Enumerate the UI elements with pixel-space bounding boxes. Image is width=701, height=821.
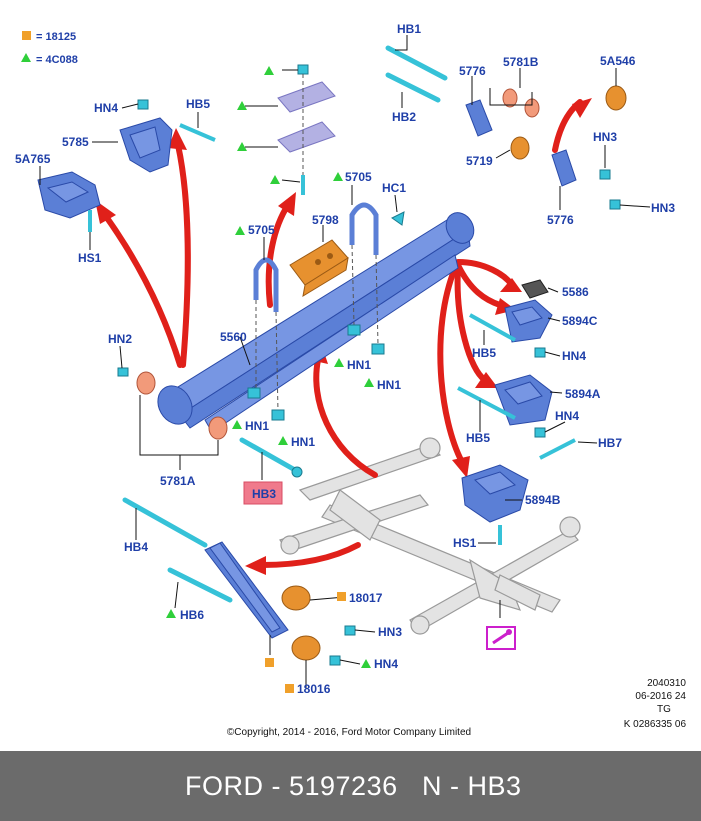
- label-5776b: 5776: [547, 213, 574, 227]
- info-line-4: K 0286335 06: [624, 719, 687, 730]
- label-hb7: HB7: [598, 436, 622, 450]
- u-bolt-right[interactable]: [349, 202, 379, 255]
- label-5781b: 5781B: [503, 55, 539, 69]
- rear-axle-assembly[interactable]: [279, 437, 581, 635]
- label-5798: 5798: [312, 213, 339, 227]
- hn1-nuts[interactable]: [247, 324, 385, 421]
- shock-absorber[interactable]: [122, 497, 356, 666]
- shackle-group[interactable]: [385, 45, 627, 210]
- label-hc1: HC1: [382, 181, 406, 195]
- label-5894a: 5894A: [565, 387, 601, 401]
- bolt-hb5-top[interactable]: [179, 123, 216, 142]
- nut-hn4-a[interactable]: [534, 427, 546, 438]
- label-5a765: 5A765: [15, 152, 51, 166]
- bumper-5586[interactable]: [521, 279, 549, 299]
- label-hb1: HB1: [397, 22, 421, 36]
- label-hb5-top: HB5: [186, 97, 210, 111]
- info-line-3: TG: [657, 704, 671, 715]
- legend-18125: = 18125: [36, 31, 76, 43]
- copyright: ©Copyright, 2014 - 2016, Ford Motor Comp…: [227, 727, 471, 738]
- info-line-2: 06-2016 24: [635, 691, 686, 702]
- leader-lines: [39, 35, 651, 688]
- label-hn3-right: HN3: [651, 201, 675, 215]
- hb3-highlight[interactable]: [243, 481, 283, 505]
- legend: = 18125 = 4C088: [21, 31, 78, 66]
- label-hn4-top: HN4: [94, 101, 118, 115]
- label-5705-left: 5705: [248, 223, 275, 237]
- label-5785: 5785: [62, 135, 89, 149]
- spacer-block-5798[interactable]: [289, 239, 349, 298]
- label-hn1-a: HN1: [347, 358, 371, 372]
- label-5776a: 5776: [459, 64, 486, 78]
- direction-arrows: [95, 98, 592, 575]
- footer-part-number: FORD - 5197236: [185, 771, 398, 801]
- bushing-5781a[interactable]: [136, 371, 228, 440]
- label-5586: 5586: [562, 285, 589, 299]
- label-18016: 18016: [297, 682, 331, 696]
- label-hn3-bottom: HN3: [378, 625, 402, 639]
- label-hb6: HB6: [180, 608, 204, 622]
- label-hn1-b: HN1: [377, 378, 401, 392]
- legend-square-icon: [22, 31, 31, 40]
- reference-markers: [166, 66, 374, 693]
- nut-hn2[interactable]: [117, 367, 129, 377]
- label-5705-mid: 5705: [345, 170, 372, 184]
- bolt-hb5-c[interactable]: [469, 313, 516, 342]
- label-5560: 5560: [220, 330, 247, 344]
- bolt-hb5-a[interactable]: [457, 386, 516, 420]
- info-line-1: 2040310: [647, 678, 686, 689]
- label-hn3-top: HN3: [593, 130, 617, 144]
- label-5894c: 5894C: [562, 314, 598, 328]
- footer-part-code: N - HB3: [422, 771, 522, 801]
- label-5781a: 5781A: [160, 474, 196, 488]
- exploded-parts-diagram: = 18125 = 4C088: [15, 22, 687, 738]
- label-5a546: 5A546: [600, 54, 636, 68]
- label-hb4: HB4: [124, 540, 148, 554]
- label-hs1-top: HS1: [78, 251, 102, 265]
- label-hb5-a: HB5: [466, 431, 490, 445]
- label-hb3-highlight: HB3: [252, 487, 276, 501]
- leaf-spring-5560[interactable]: [151, 208, 479, 433]
- label-hb2: HB2: [392, 110, 416, 124]
- bracket-5894c[interactable]: [504, 299, 553, 343]
- label-hb5-c: HB5: [472, 346, 496, 360]
- label-5719: 5719: [466, 154, 493, 168]
- nut-hn4-top[interactable]: [137, 99, 149, 110]
- info-block: 2040310 06-2016 24 TG K 0286335 06: [624, 678, 687, 730]
- lubrication-icon: [486, 626, 516, 650]
- label-5894b: 5894B: [525, 493, 561, 507]
- label-hn4-c: HN4: [562, 349, 586, 363]
- label-hn1-d: HN1: [291, 435, 315, 449]
- part-labels: HB1 HB2 5776 5781B 5A546 HN3 5719 5776 H…: [15, 22, 675, 696]
- bracket-5894b[interactable]: [461, 464, 529, 523]
- part-number-footer: FORD - 5197236 N - HB3: [0, 751, 701, 821]
- label-hn1-c: HN1: [245, 419, 269, 433]
- u-bolt-left[interactable]: [253, 257, 279, 312]
- bolt-hb3[interactable]: [239, 437, 303, 478]
- nut-hn4-c[interactable]: [534, 347, 546, 358]
- bracket-5894a[interactable]: [494, 374, 553, 426]
- label-18017: 18017: [349, 591, 383, 605]
- legend-triangle-icon: [21, 53, 31, 62]
- clip-hc1[interactable]: [391, 211, 405, 226]
- legend-4c088: = 4C088: [36, 54, 78, 66]
- bolt-hb7[interactable]: [539, 438, 576, 460]
- label-hn2: HN2: [108, 332, 132, 346]
- label-hs1-b: HS1: [453, 536, 477, 550]
- bracket-5785[interactable]: [119, 117, 173, 173]
- shim-plates[interactable]: [277, 64, 336, 195]
- bracket-5a765[interactable]: [37, 171, 101, 219]
- label-hn4-a: HN4: [555, 409, 579, 423]
- label-hn4-bottom: HN4: [374, 657, 398, 671]
